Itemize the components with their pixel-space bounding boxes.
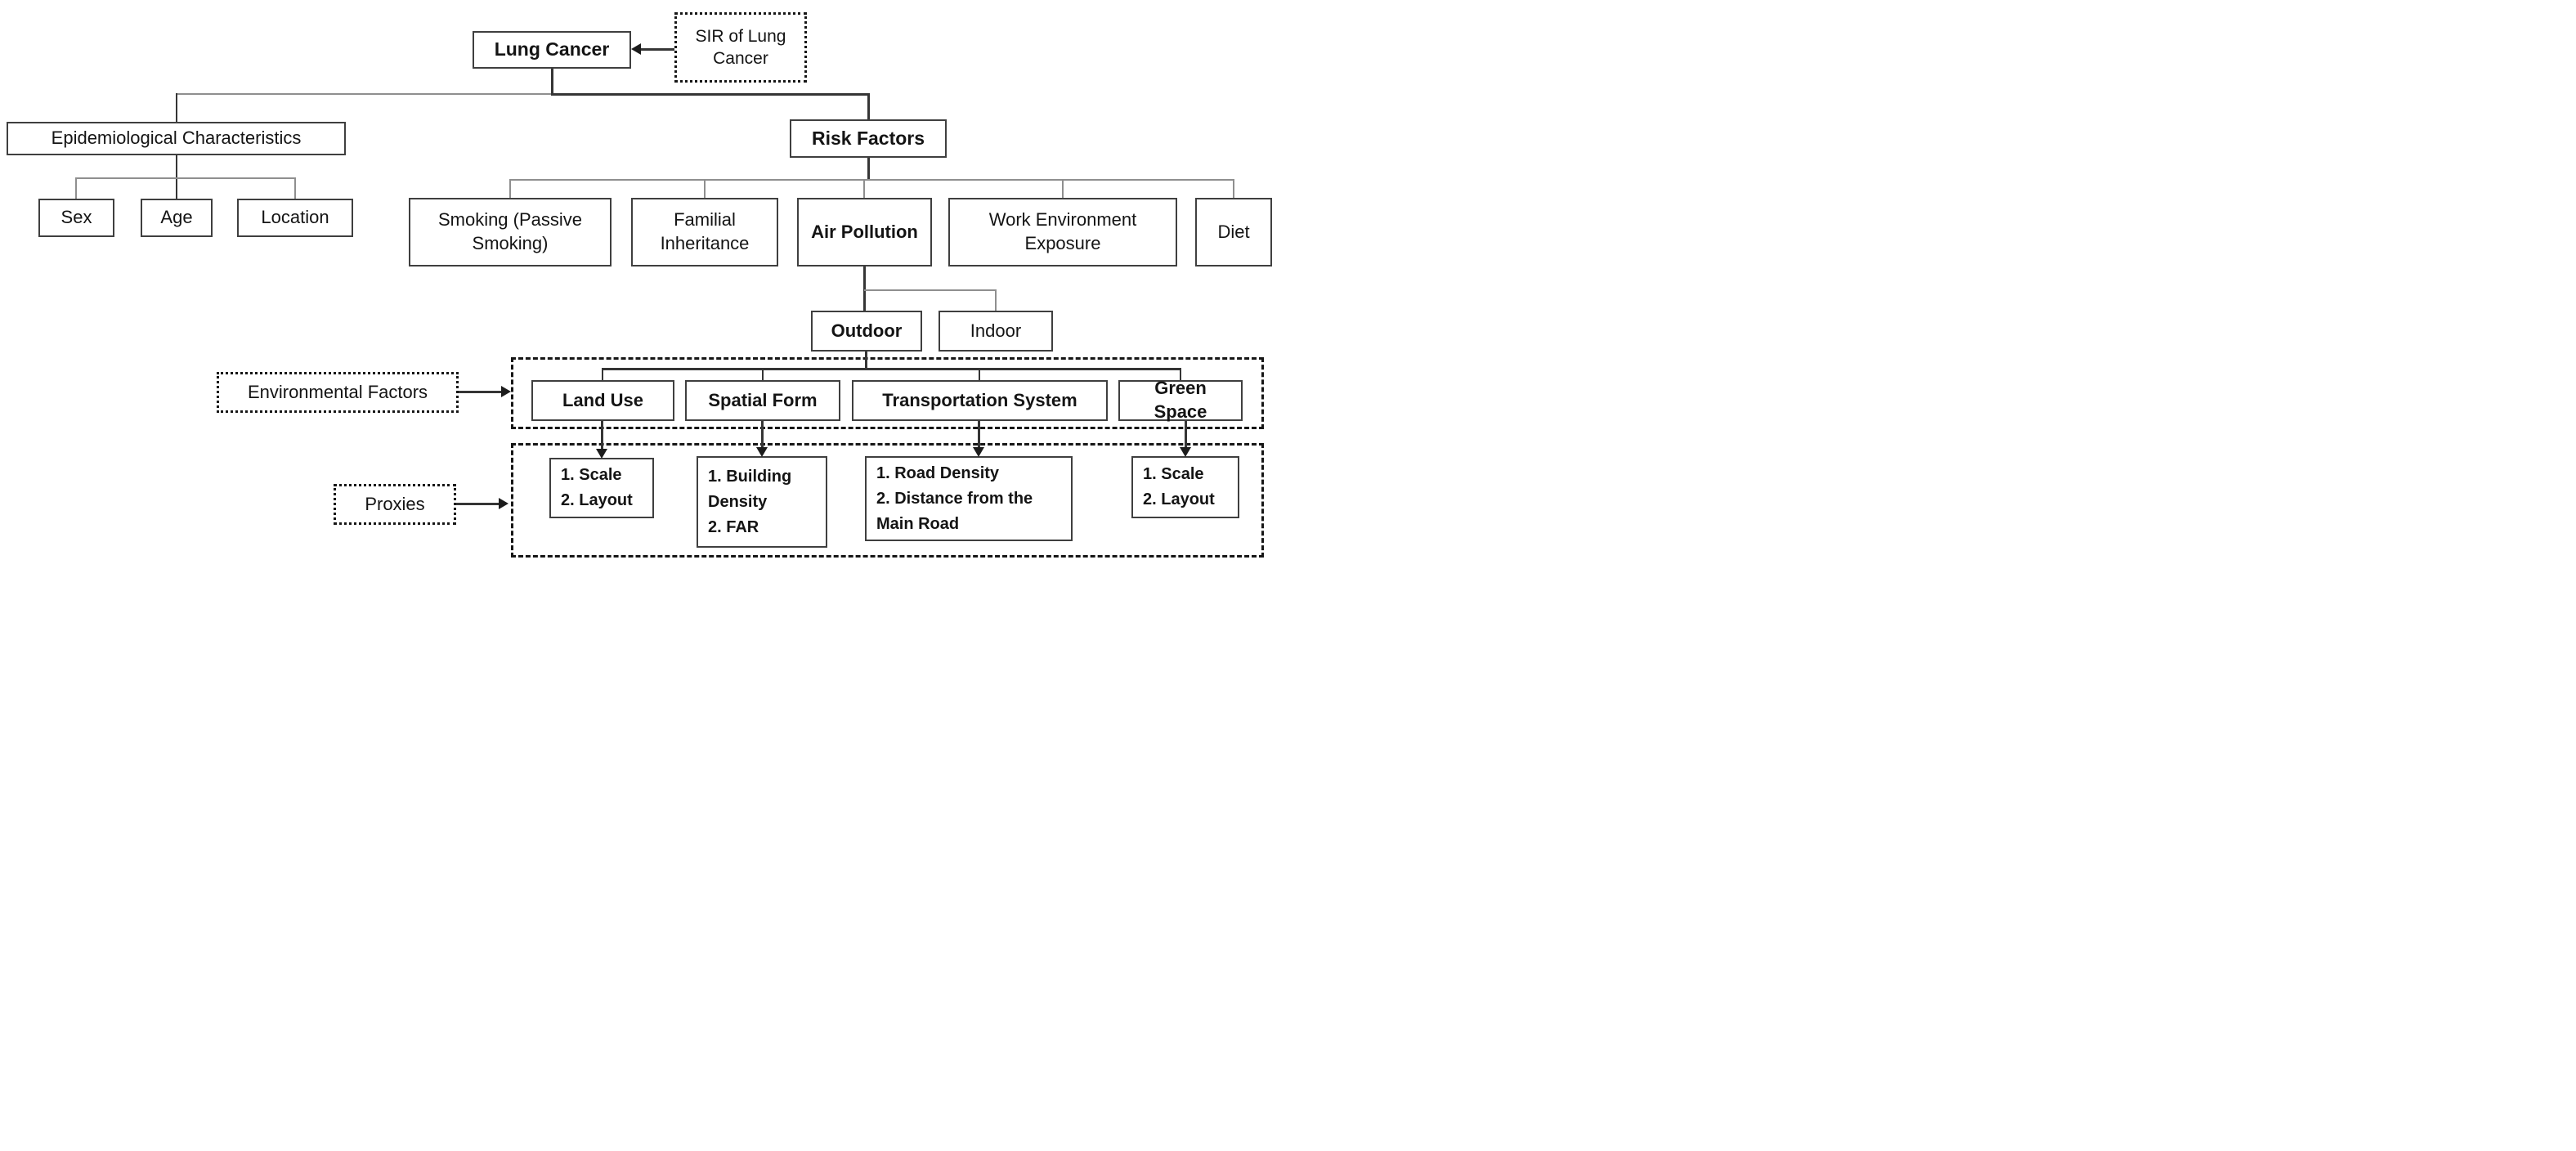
connector-sex-drop	[75, 177, 77, 199]
connector-air-outdoor-stem	[863, 266, 866, 311]
connector-riskfactors-drop	[867, 93, 870, 120]
node-proxy-green-space: 1. Scale 2. Layout	[1131, 456, 1239, 518]
connector-diet-drop	[1233, 179, 1234, 199]
arrow-greenspace-to-proxy	[1185, 421, 1187, 449]
connector-outdoor-stem	[865, 352, 867, 369]
arrowhead-proxies-region-icon	[499, 498, 508, 509]
node-sir-of-lung-cancer: SIR of Lung Cancer	[674, 12, 807, 83]
node-age: Age	[141, 199, 213, 237]
connector-transportation-drop	[979, 368, 980, 381]
connector-indoor-drop	[995, 289, 997, 311]
node-location: Location	[237, 199, 353, 237]
node-proxy-land-use: 1. Scale 2. Layout	[549, 458, 654, 518]
arrowhead-transportation-proxy-icon	[973, 447, 984, 457]
connector-epi-horizontal	[75, 177, 296, 179]
arrow-proxies-to-region	[456, 503, 500, 505]
connector-epidemiological-drop	[176, 93, 177, 123]
label-proxies: Proxies	[334, 484, 456, 525]
arrow-sir-to-lungcancer	[640, 48, 674, 51]
node-familial-inheritance: Familial Inheritance	[631, 198, 778, 266]
node-smoking-passive-smoking: Smoking (Passive Smoking)	[409, 198, 612, 266]
node-green-space: Green Space	[1118, 378, 1243, 422]
node-outdoor: Outdoor	[811, 311, 922, 352]
connector-top-horizontal-left	[176, 93, 553, 95]
node-lung-cancer: Lung Cancer	[473, 31, 631, 69]
node-air-pollution: Air Pollution	[797, 198, 932, 266]
proxies-region	[511, 443, 1264, 558]
arrowhead-envfactors-region-icon	[501, 386, 511, 397]
connector-familial-drop	[704, 179, 706, 199]
connector-airpollution-drop	[863, 179, 865, 199]
node-land-use: Land Use	[531, 380, 674, 421]
arrow-landuse-to-proxy	[601, 421, 603, 450]
environmental-factors-region	[511, 357, 1264, 429]
connector-smoking-drop	[509, 179, 511, 199]
arrow-envfactors-to-region	[459, 391, 502, 393]
connector-top-horizontal-right	[551, 93, 870, 96]
lung-cancer-factor-diagram: Lung Cancer SIR of Lung Cancer Epidemiol…	[0, 0, 1288, 576]
node-spatial-form: Spatial Form	[685, 380, 840, 421]
node-transportation-system: Transportation System	[852, 380, 1108, 421]
arrowhead-sir-lungcancer-icon	[631, 43, 641, 55]
node-proxy-spatial-form: 1. Building Density 2. FAR	[697, 456, 827, 548]
connector-greenspace-drop	[1180, 368, 1181, 381]
connector-risk-horizontal	[509, 179, 1234, 181]
node-work-environment-exposure: Work Environment Exposure	[948, 198, 1177, 266]
connector-indoor-horizontal	[864, 289, 997, 291]
arrowhead-spatialform-proxy-icon	[756, 447, 768, 457]
node-proxy-transportation-system: 1. Road Density 2. Distance from the Mai…	[865, 456, 1073, 541]
label-environmental-factors: Environmental Factors	[217, 372, 459, 413]
node-epidemiological-characteristics: Epidemiological Characteristics	[7, 122, 346, 155]
connector-spatialform-drop	[762, 368, 764, 381]
connector-location-drop	[294, 177, 296, 199]
connector-workenv-drop	[1062, 179, 1064, 199]
arrowhead-landuse-proxy-icon	[596, 449, 607, 459]
connector-categories-horizontal	[602, 368, 1181, 370]
connector-root-drop	[551, 69, 553, 95]
node-sex: Sex	[38, 199, 114, 237]
arrow-transportation-to-proxy	[978, 421, 980, 449]
connector-risk-stem	[867, 158, 870, 181]
arrowhead-greenspace-proxy-icon	[1180, 447, 1191, 457]
node-diet: Diet	[1195, 198, 1272, 266]
node-risk-factors: Risk Factors	[790, 119, 947, 158]
connector-landuse-drop	[602, 368, 603, 381]
arrow-spatialform-to-proxy	[761, 421, 764, 449]
connector-epi-stem	[176, 155, 177, 199]
node-indoor: Indoor	[939, 311, 1053, 352]
